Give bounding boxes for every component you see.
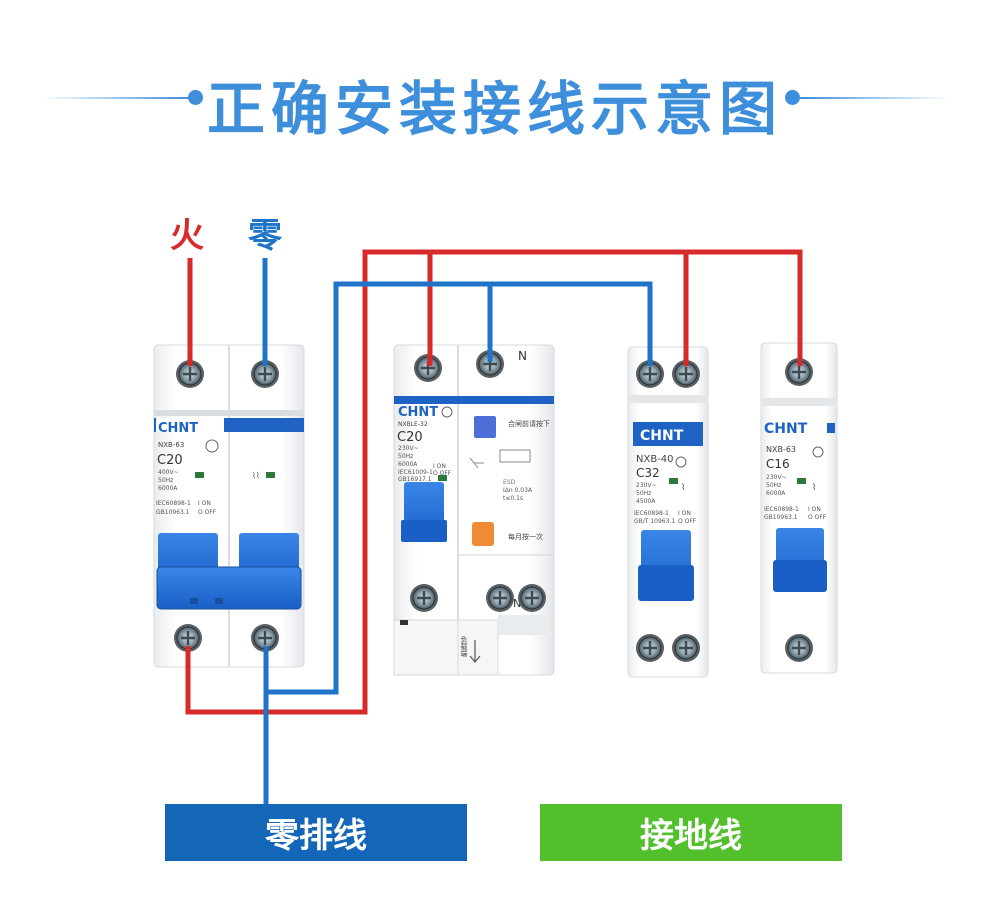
live-bus-wire — [185, 249, 803, 715]
breaker-2-off: O OFF — [433, 470, 452, 477]
breaker-4-rating: C16 — [766, 457, 790, 471]
breaker-2-bottom-right-screw-icon — [516, 582, 548, 614]
breaker-1-spec3: 6000A — [158, 485, 178, 492]
breaker-3-off: O OFF — [678, 518, 697, 525]
breaker-1-off: O OFF — [198, 509, 217, 516]
breaker-4-spec2: 50Hz — [766, 482, 781, 489]
ground-wire-text: 接地线 — [640, 816, 742, 856]
breaker-2 — [393, 344, 555, 676]
neutral-bar-label: 零排线 — [165, 804, 467, 861]
breaker-2-on: I ON — [433, 463, 446, 470]
title-dot-right — [785, 90, 800, 105]
breaker-4-off: O OFF — [808, 514, 827, 521]
breaker-3-spec1: 230V~ — [636, 482, 657, 489]
breaker-4-std1: IEC60898-1 — [764, 506, 799, 513]
breaker-2-t-delta: t≤0.1s — [503, 495, 523, 502]
breaker-2-n-mark-bottom: N — [513, 597, 521, 610]
breaker-1-rating: C20 — [157, 453, 183, 468]
breaker-4-spec3: 6000A — [766, 490, 786, 497]
breaker-4-std2: GB10963.1 — [764, 514, 798, 521]
breaker-2-ccc-mark — [441, 406, 453, 418]
svg-text:⌇: ⌇ — [812, 482, 816, 493]
breaker-4-model: NXB-63 — [766, 445, 796, 454]
ground-wire-label: 接地线 — [540, 804, 842, 861]
svg-text:⌇⌇: ⌇⌇ — [252, 471, 260, 480]
breaker-3-spec2: 50Hz — [636, 490, 651, 497]
breaker-3-brand: CHNT — [640, 428, 684, 444]
neutral-bus-wire — [263, 281, 653, 695]
breaker-2-rating: C20 — [397, 430, 423, 445]
breaker-1-std2: GB10963.1 — [156, 509, 190, 516]
breaker-2-n-mark: N — [518, 349, 527, 363]
breaker-2-spec3: 6000A — [398, 461, 418, 468]
neutral-wire-label: 零 — [248, 216, 282, 256]
breaker-3-model: NXB-40 — [636, 454, 674, 465]
breaker-1-brand: CHNT — [158, 421, 198, 436]
breaker-3: ⌇ — [627, 346, 709, 678]
breaker-2-spec2: 50Hz — [398, 453, 413, 460]
breaker-3-rating: C32 — [636, 466, 660, 480]
breaker-4-on: I ON — [808, 506, 821, 513]
breaker-1-ccc-mark — [205, 439, 219, 453]
breaker-2-esd: ESD — [503, 479, 516, 486]
breaker-3-on: I ON — [678, 510, 691, 517]
breaker-2-std2: GB16917.1 — [398, 476, 432, 483]
breaker-3-spec3: 4500A — [636, 498, 656, 505]
breaker-2-brand: CHNT — [398, 405, 438, 420]
breaker-1-on: I ON — [198, 500, 211, 507]
breaker-4-brand: CHNT — [764, 421, 808, 437]
breaker-2-bottom-left-screw-icon — [408, 582, 440, 614]
breaker-1-model: NXB-63 — [158, 441, 184, 449]
live-wire-label: 火 — [170, 216, 204, 256]
breaker-4-bottom-screw-icon — [783, 632, 815, 664]
svg-text:⌇: ⌇ — [681, 482, 685, 493]
breaker-4-ccc-mark — [812, 446, 824, 458]
neutral-bar-text: 零排线 — [265, 816, 367, 856]
breaker-4-spec1: 230V~ — [766, 474, 787, 481]
breaker-2-bottom-mid-screw-icon — [484, 582, 516, 614]
breaker-2-monthly-note: 每月按一次 — [508, 532, 543, 541]
breaker-1-spec2: 50Hz — [158, 477, 173, 484]
breaker-4: ⌇ — [760, 342, 838, 674]
breaker-2-test-note: 合闸前请按下 — [508, 419, 550, 428]
title-dot-left — [188, 90, 203, 105]
breaker-3-std2: GB/T 10963.1 — [634, 518, 675, 525]
title-line-left — [40, 97, 190, 99]
breaker-1-spec1: 400V~ — [158, 469, 179, 476]
breaker-2-load-side: 负载端 — [460, 635, 468, 658]
breaker-3-bottom-left-screw-icon — [634, 632, 666, 664]
breaker-1: ⌇⌇ — [153, 344, 305, 668]
breaker-2-i-delta: IΔn 0.03A — [503, 487, 533, 494]
breaker-3-ccc-mark — [675, 456, 687, 468]
breaker-1-std1: IEC60898-1 — [156, 500, 191, 507]
breaker-2-model: NXBLE-32 — [398, 421, 428, 428]
page-title: 正确安装接线示意图 — [206, 75, 783, 143]
breaker-2-std1: IEC61009-1 — [398, 469, 433, 476]
title-line-right — [800, 97, 950, 99]
breaker-2-spec1: 230V~ — [398, 445, 419, 452]
breaker-3-std1: IEC60898-1 — [634, 510, 669, 517]
breaker-3-bottom-right-screw-icon — [670, 632, 702, 664]
